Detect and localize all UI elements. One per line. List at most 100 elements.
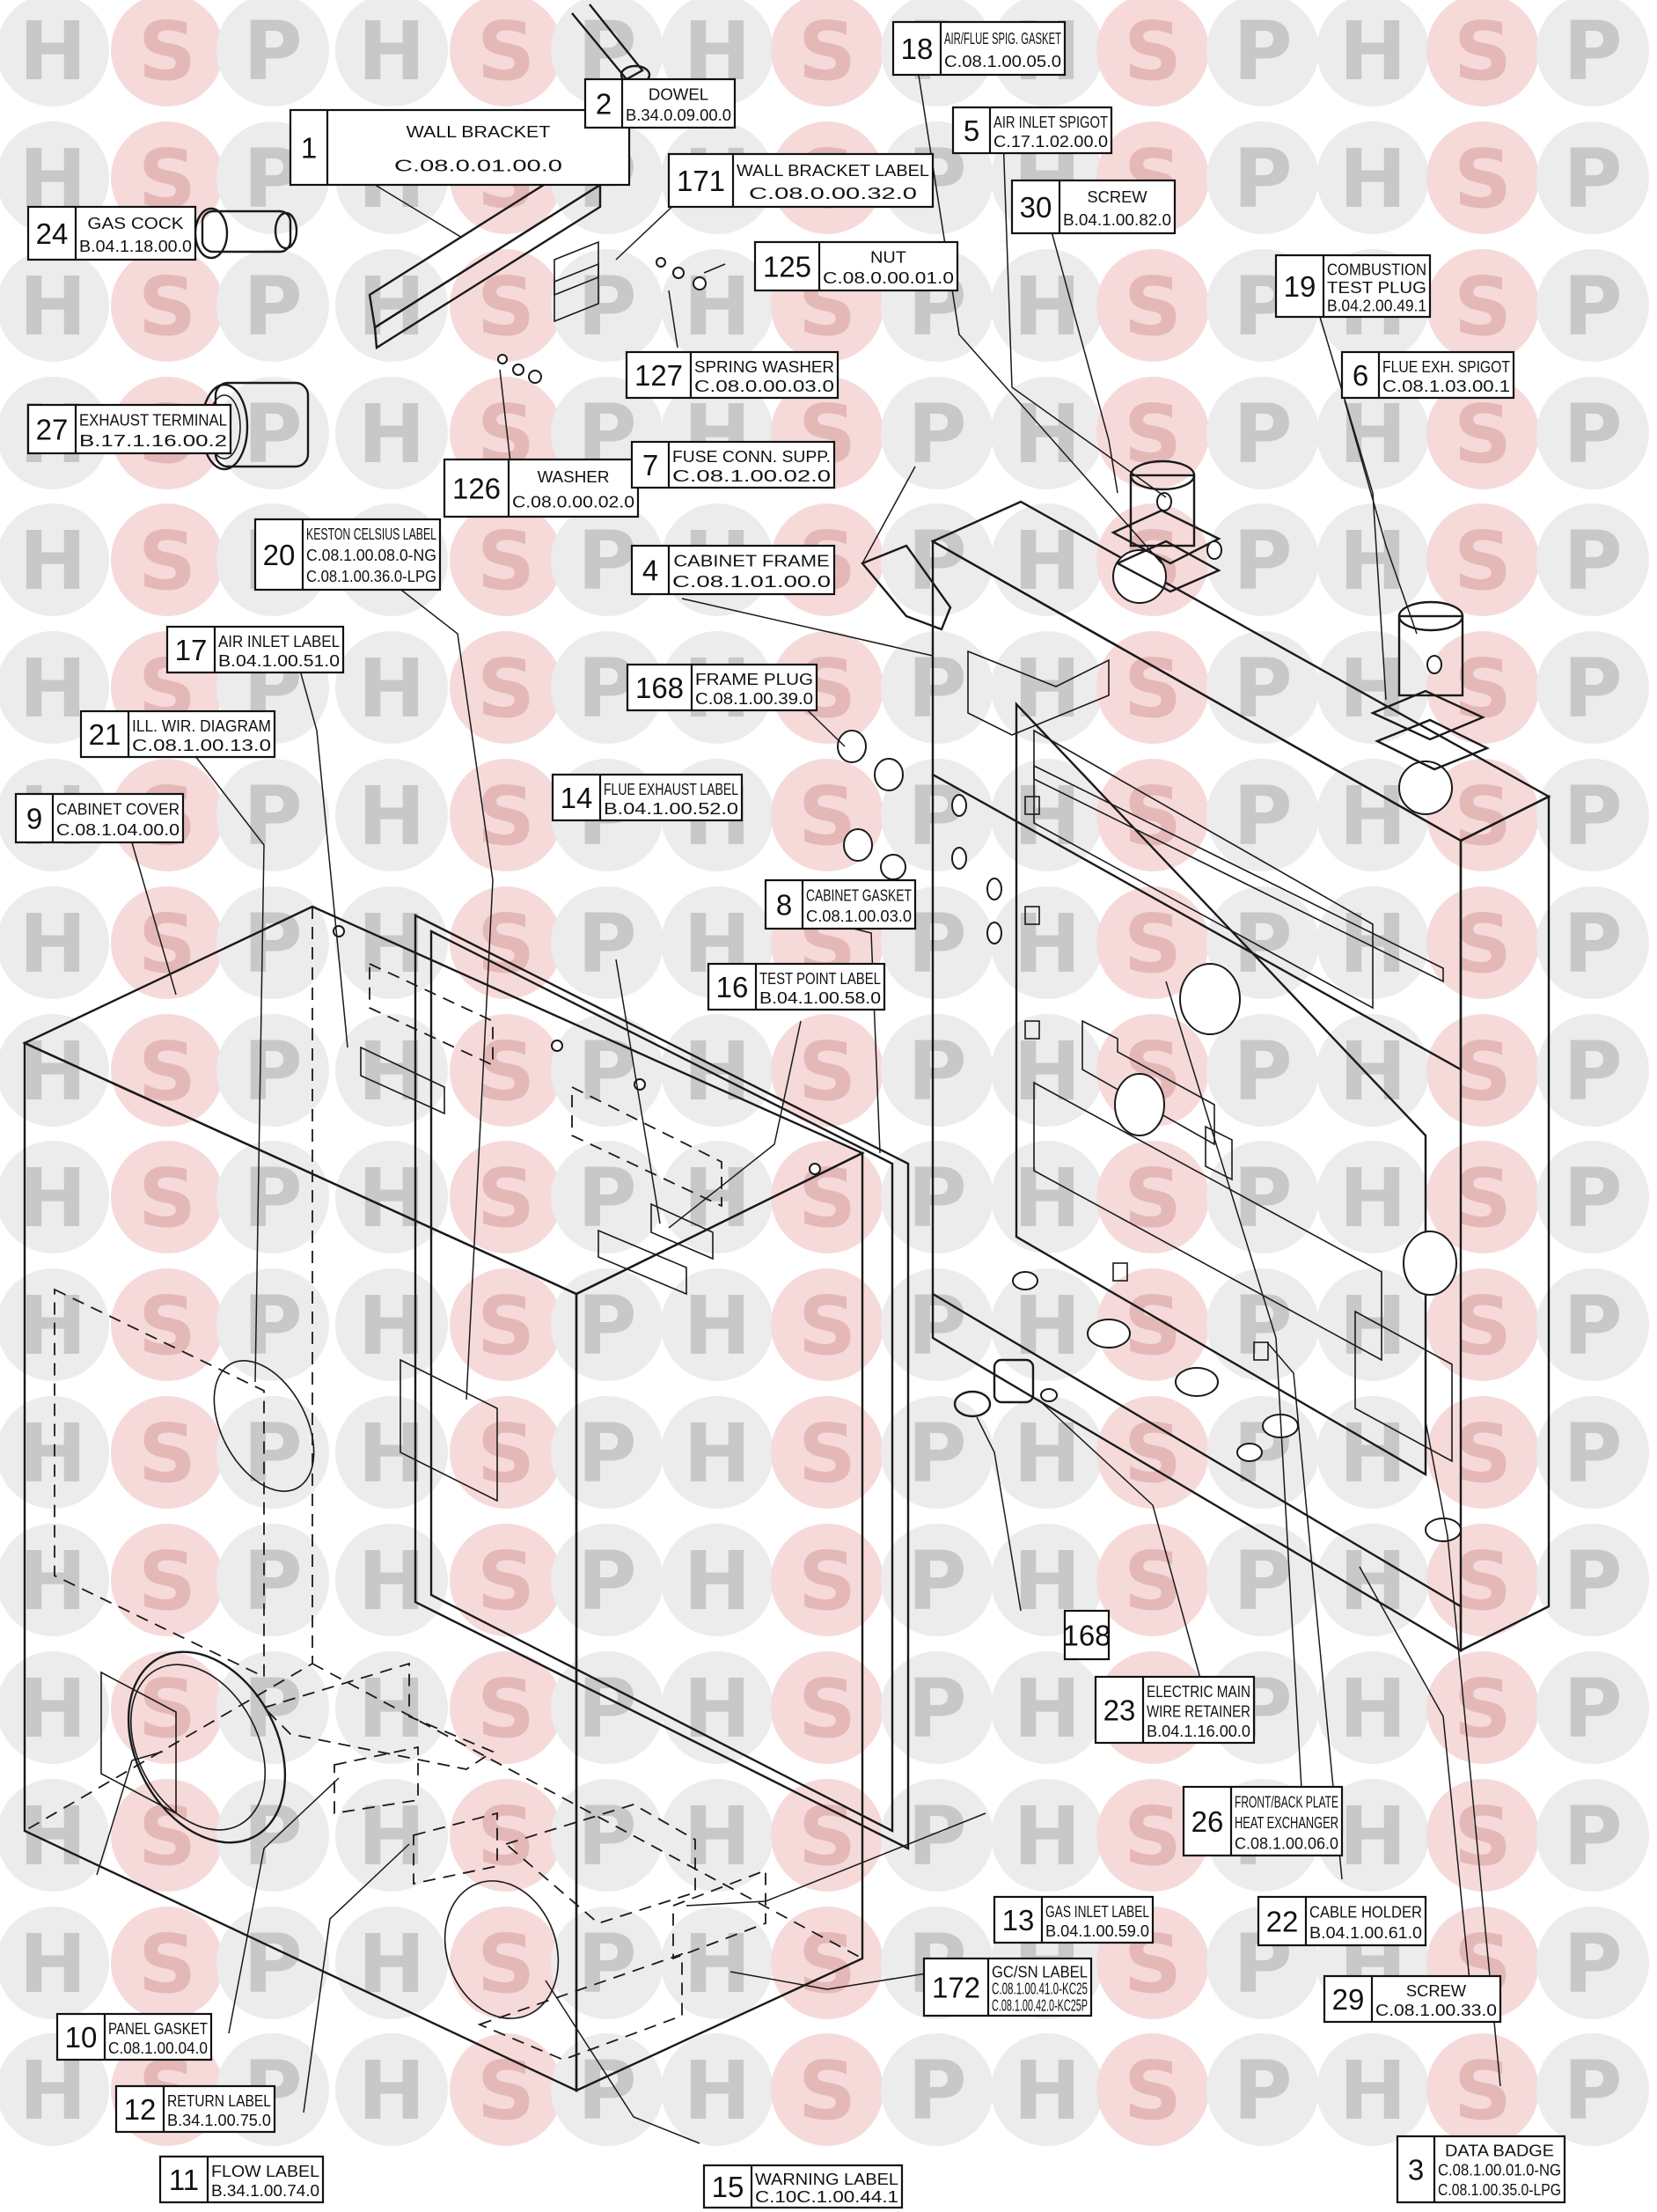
part-label-line: C.08.1.00.13.0: [132, 736, 271, 754]
watermark-letter: H: [358, 1279, 426, 1373]
watermark-letter: P: [1233, 2044, 1292, 2138]
part-label-line: B.34.1.00.74.0: [211, 2181, 319, 2200]
watermark-letter: P: [577, 1151, 636, 1246]
watermark-letter: H: [1339, 769, 1407, 863]
watermark-letter: H: [1339, 642, 1407, 736]
watermark-letter: S: [138, 1407, 196, 1501]
part-label-line: B.04.1.16.00.0: [1147, 1722, 1250, 1740]
part-number: 17: [175, 634, 208, 666]
watermark-letter: P: [907, 1407, 966, 1501]
watermark-letter: H: [1014, 897, 1081, 991]
part-number: 126: [452, 473, 501, 505]
part-number: 10: [65, 2021, 98, 2054]
watermark-letter: S: [1454, 387, 1512, 481]
watermark-letter: P: [1563, 1279, 1622, 1373]
watermark-letter: S: [1124, 4, 1182, 99]
watermark-letter: S: [1454, 132, 1512, 226]
watermark-letter: S: [798, 1279, 856, 1373]
watermark-letter: S: [1124, 1534, 1182, 1628]
part-label-line: C.08.1.00.03.0: [806, 907, 912, 925]
part-label-line: PANEL GASKET: [108, 2019, 208, 2038]
watermark-letter: P: [243, 1151, 302, 1246]
part-label-line: FLOW LABEL: [211, 2162, 319, 2180]
watermark-letter: S: [798, 1151, 856, 1246]
watermark-letter: S: [1124, 387, 1182, 481]
watermark-letter: H: [358, 769, 426, 863]
watermark-letter: P: [1563, 1025, 1622, 1119]
watermark-letter: S: [138, 897, 196, 991]
part-label-line: FUSE CONN. SUPP.: [672, 447, 831, 466]
part-label-line: B.04.1.00.59.0: [1045, 1922, 1149, 1940]
part-label-line: CABINET GASKET: [806, 886, 912, 905]
watermark-letter: H: [1339, 1407, 1407, 1501]
watermark-letter: S: [477, 1662, 535, 1756]
watermark-letter: S: [798, 1407, 856, 1501]
watermark-letter: S: [1124, 897, 1182, 991]
watermark-letter: P: [1563, 1662, 1622, 1756]
watermark-letter: S: [798, 2044, 856, 2138]
part-number: 11: [169, 2164, 199, 2196]
watermark-letter: P: [1233, 387, 1292, 481]
watermark-letter: P: [577, 260, 636, 354]
part-label-line: WASHER: [538, 467, 610, 486]
watermark-letter: H: [1014, 1662, 1081, 1756]
part-label-line: C.17.1.02.00.0: [993, 132, 1108, 151]
watermark-letter: P: [1563, 642, 1622, 736]
watermark-letter: P: [243, 260, 302, 354]
watermark-letter: S: [1454, 2044, 1512, 2138]
watermark-letter: S: [477, 1534, 535, 1628]
watermark-letter: S: [1454, 1534, 1512, 1628]
watermark-letter: H: [358, 642, 426, 736]
watermark-letter: S: [477, 897, 535, 991]
watermark-letter: H: [1014, 1407, 1081, 1501]
watermark-letter: S: [1454, 769, 1512, 863]
watermark-letter: S: [1124, 1279, 1182, 1373]
watermark-letter: H: [1014, 514, 1081, 608]
part-number: 7: [642, 449, 658, 481]
watermark-letter: P: [1563, 769, 1622, 863]
part-label-line: B.34.0.09.00.0: [626, 106, 731, 124]
watermark-letter: S: [1454, 4, 1512, 99]
part-label-line: CABLE HOLDER: [1309, 1903, 1422, 1922]
part-label-line: C.08.1.04.00.0: [56, 820, 180, 839]
watermark-letter: P: [1563, 1534, 1622, 1628]
watermark-letter: S: [477, 1279, 535, 1373]
part-number: 16: [716, 971, 749, 1003]
watermark-letter: P: [243, 1789, 302, 1884]
watermark-letter: S: [138, 1662, 196, 1756]
watermark-letter: H: [684, 1407, 752, 1501]
watermark-letter: S: [477, 1407, 535, 1501]
watermark-letter: H: [1339, 2044, 1407, 2138]
part-number: 4: [642, 555, 658, 587]
part-label-line: B.04.1.00.52.0: [604, 799, 738, 818]
watermark-letter: S: [138, 1279, 196, 1373]
part-number: 168: [1062, 1620, 1111, 1652]
part-label-line: GC/SN LABEL: [992, 1962, 1088, 1981]
watermark-letter: H: [19, 897, 87, 991]
watermark-letter: H: [684, 1279, 752, 1373]
watermark-letter: H: [1339, 4, 1407, 99]
part-number: 1: [301, 132, 317, 165]
watermark-letter: P: [243, 1279, 302, 1373]
watermark-letter: H: [358, 2044, 426, 2138]
watermark-letter: P: [907, 1279, 966, 1373]
part-label-line: FLUE EXHAUST LABEL: [604, 780, 738, 798]
watermark-letter: S: [477, 1025, 535, 1119]
watermark-letter: H: [19, 1279, 87, 1373]
watermark-letter: S: [138, 1789, 196, 1884]
part-number: 15: [712, 2171, 744, 2203]
watermark-letter: S: [477, 769, 535, 863]
watermark-letter: S: [798, 1789, 856, 1884]
watermark-letter: H: [1339, 1534, 1407, 1628]
part-label-line: WARNING LABEL: [755, 2170, 898, 2188]
watermark-letter: H: [1339, 1279, 1407, 1373]
part-label-line: SPRING WASHER: [694, 357, 834, 376]
